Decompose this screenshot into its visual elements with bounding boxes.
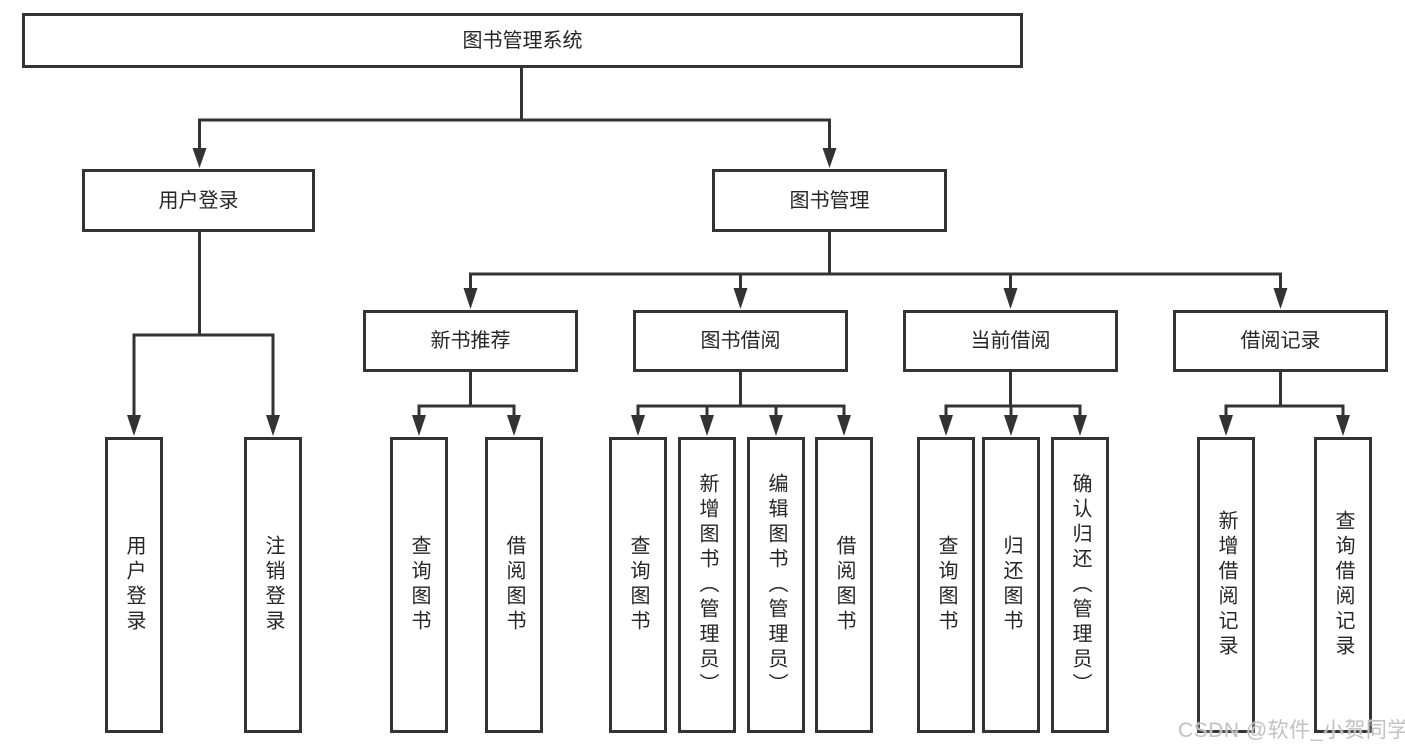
leaf-confirm-return-admin-label: 确认归还（管理员） bbox=[1069, 472, 1091, 698]
leaf-new-borrow-record-label: 新增借阅记录 bbox=[1215, 510, 1237, 660]
node-book-borrow: 图书借阅 bbox=[633, 310, 848, 372]
leaf-query-books-recommend-label: 查询图书 bbox=[408, 535, 430, 635]
leaf-user-login-label: 用户登录 bbox=[123, 535, 145, 635]
leaf-logout-login-label: 注销登录 bbox=[262, 535, 284, 635]
node-new-book-recommend: 新书推荐 bbox=[363, 310, 578, 372]
leaf-borrow-books-recommend-label: 借阅图书 bbox=[503, 535, 525, 635]
leaf-query-books-current: 查询图书 bbox=[917, 437, 975, 733]
leaf-borrow-books-borrow-label: 借阅图书 bbox=[833, 535, 855, 635]
leaf-edit-book-admin-label: 编辑图书（管理员） bbox=[765, 472, 787, 698]
leaf-confirm-return-admin: 确认归还（管理员） bbox=[1051, 437, 1109, 733]
node-current-borrow-label: 当前借阅 bbox=[970, 330, 1051, 352]
leaf-logout-login: 注销登录 bbox=[244, 437, 302, 733]
node-borrow-records: 借阅记录 bbox=[1173, 310, 1388, 372]
leaf-query-books-current-label: 查询图书 bbox=[935, 535, 957, 635]
node-user-login-label: 用户登录 bbox=[158, 189, 239, 212]
leaf-add-book-admin: 新增图书（管理员） bbox=[678, 437, 736, 733]
node-book-management-label: 图书管理 bbox=[789, 189, 870, 212]
watermark-text: CSDN @软件_小贺同学 bbox=[1178, 719, 1405, 742]
leaf-borrow-books-borrow: 借阅图书 bbox=[815, 437, 873, 733]
node-book-borrow-label: 图书借阅 bbox=[700, 330, 781, 352]
leaf-add-book-admin-label: 新增图书（管理员） bbox=[696, 472, 718, 698]
leaf-user-login: 用户登录 bbox=[105, 437, 163, 733]
node-book-management: 图书管理 bbox=[712, 169, 947, 232]
leaf-query-books-borrow: 查询图书 bbox=[609, 437, 667, 733]
leaf-borrow-books-recommend: 借阅图书 bbox=[485, 437, 543, 733]
node-library-system-label: 图书管理系统 bbox=[462, 29, 583, 52]
node-borrow-records-label: 借阅记录 bbox=[1240, 330, 1321, 352]
node-new-book-recommend-label: 新书推荐 bbox=[430, 330, 511, 352]
leaf-query-borrow-record-label: 查询借阅记录 bbox=[1332, 510, 1354, 660]
leaf-return-book: 归还图书 bbox=[982, 437, 1040, 733]
leaf-query-books-borrow-label: 查询图书 bbox=[627, 535, 649, 635]
node-user-login: 用户登录 bbox=[82, 169, 315, 232]
leaf-new-borrow-record: 新增借阅记录 bbox=[1197, 437, 1255, 733]
node-current-borrow: 当前借阅 bbox=[903, 310, 1118, 372]
leaf-return-book-label: 归还图书 bbox=[1000, 535, 1022, 635]
node-library-system: 图书管理系统 bbox=[22, 13, 1023, 68]
leaf-edit-book-admin: 编辑图书（管理员） bbox=[747, 437, 805, 733]
leaf-query-books-recommend: 查询图书 bbox=[390, 437, 448, 733]
leaf-query-borrow-record: 查询借阅记录 bbox=[1314, 437, 1372, 733]
